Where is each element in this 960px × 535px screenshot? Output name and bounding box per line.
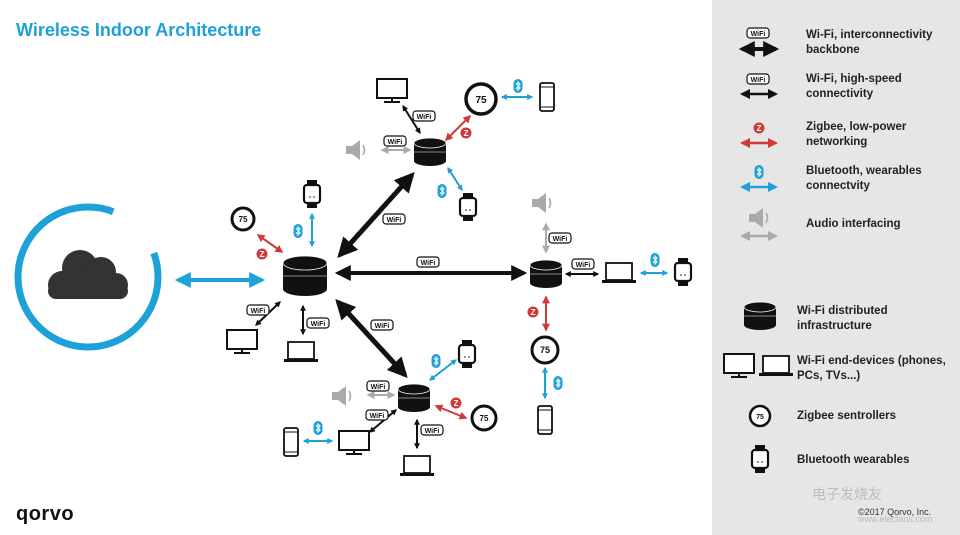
wifi-badge-icon bbox=[306, 317, 330, 329]
bluetooth-badge-icon bbox=[437, 183, 447, 199]
zigbee-badge-icon bbox=[450, 397, 462, 409]
sentroller-icon: 75 bbox=[464, 82, 498, 116]
watermark: 电子发烧友 bbox=[812, 487, 882, 503]
svg-text:75: 75 bbox=[540, 345, 550, 355]
laptop-icon bbox=[601, 262, 637, 284]
legend-sentroller-icon: 75 bbox=[748, 404, 772, 428]
page-title: Wireless Indoor Architecture bbox=[16, 20, 262, 40]
wifi-badge-icon bbox=[246, 304, 270, 316]
speaker-icon bbox=[331, 385, 352, 407]
backbone-arrow-center-bottom bbox=[335, 299, 408, 378]
legend-label-router: Wi-Fi distributed infrastructure bbox=[797, 305, 888, 332]
legend-bluetooth-badge-icon bbox=[754, 164, 764, 180]
svg-text:75: 75 bbox=[239, 215, 248, 224]
zigbee-badge-icon bbox=[460, 127, 472, 139]
bluetooth-badge-icon bbox=[553, 375, 563, 391]
zigbee-badge-icon bbox=[256, 248, 268, 260]
tv-icon bbox=[226, 329, 258, 354]
wifi-badge-icon bbox=[746, 73, 770, 85]
bluetooth-badge-icon bbox=[431, 353, 441, 369]
laptop-icon bbox=[399, 455, 435, 477]
wifi-badge-icon bbox=[420, 424, 444, 436]
sentroller-icon: 75 bbox=[230, 206, 256, 232]
svg-text:75: 75 bbox=[480, 414, 489, 423]
legend-label-sentroller: Zigbee sentrollers bbox=[797, 410, 897, 422]
zigbee-link bbox=[434, 404, 468, 420]
tv-icon bbox=[338, 430, 370, 455]
qorvo-logo: qorvo bbox=[16, 503, 75, 525]
legend-laptop-icon bbox=[758, 355, 794, 377]
speaker-icon bbox=[531, 192, 552, 214]
router-top-icon bbox=[413, 137, 447, 167]
wifi-badge-icon bbox=[412, 110, 436, 122]
zigbee-link bbox=[256, 234, 284, 253]
copyright: ©2017 Qorvo, Inc. bbox=[858, 507, 932, 517]
wifi-link bbox=[369, 409, 397, 433]
svg-text:75: 75 bbox=[756, 414, 764, 421]
smartwatch-icon bbox=[458, 191, 478, 223]
wifi-link bbox=[402, 104, 421, 135]
speaker-icon bbox=[345, 139, 366, 161]
wifi-badge-icon bbox=[366, 380, 390, 392]
bluetooth-link bbox=[447, 166, 463, 192]
backbone-arrow-center-top bbox=[337, 172, 415, 258]
wifi-badge-icon bbox=[548, 232, 572, 244]
sentroller-icon: 75 bbox=[470, 404, 498, 432]
legend-speaker-icon bbox=[748, 207, 769, 229]
legend-smartwatch-icon bbox=[750, 443, 770, 475]
legend-label-wifi-backbone: Wi-Fi, interconnectivity backbone bbox=[806, 29, 933, 56]
wifi-badge-icon bbox=[746, 27, 770, 39]
zigbee-link bbox=[444, 114, 472, 142]
legend-label-zigbee: Zigbee, low-power networking bbox=[806, 121, 907, 148]
bluetooth-badge-icon bbox=[313, 420, 323, 436]
cloud-circle bbox=[14, 203, 162, 351]
phone-icon bbox=[537, 405, 553, 435]
legend-label-wearable: Bluetooth wearables bbox=[797, 454, 910, 466]
wifi-badge-icon bbox=[383, 135, 407, 147]
legend-label-bluetooth: Bluetooth, wearables connectvity bbox=[806, 165, 922, 192]
svg-text:75: 75 bbox=[475, 95, 487, 106]
legend-label-wifi-highspeed: Wi-Fi, high-speed connectivity bbox=[806, 73, 902, 100]
router-bottom-icon bbox=[397, 383, 431, 413]
zigbee-badge-icon bbox=[527, 306, 539, 318]
legend-zigbee-badge-icon bbox=[753, 122, 765, 134]
bluetooth-link bbox=[429, 359, 457, 381]
watermark-url: www.elecfans.com bbox=[858, 514, 933, 524]
phone-icon bbox=[539, 82, 555, 112]
bluetooth-badge-icon bbox=[293, 223, 303, 239]
legend-label-audio: Audio interfacing bbox=[806, 218, 901, 230]
smartwatch-icon bbox=[302, 178, 322, 210]
wifi-badge-icon bbox=[571, 258, 595, 270]
router-right-icon bbox=[529, 259, 563, 289]
sentroller-icon: 75 bbox=[530, 335, 560, 365]
router-center-icon bbox=[282, 255, 328, 297]
legend-panel: Wi-Fi, interconnectivity backbone Wi-Fi,… bbox=[712, 0, 960, 535]
laptop-icon bbox=[283, 341, 319, 363]
tv-icon bbox=[376, 78, 408, 103]
bluetooth-badge-icon bbox=[650, 252, 660, 268]
wifi-badge-icon bbox=[382, 213, 406, 225]
bluetooth-badge-icon bbox=[513, 78, 523, 94]
legend-tv-icon bbox=[723, 353, 755, 378]
wifi-badge-icon bbox=[416, 256, 440, 268]
smartwatch-icon bbox=[457, 338, 477, 370]
legend-router-icon bbox=[743, 301, 777, 331]
phone-icon bbox=[283, 427, 299, 457]
wifi-badge-icon bbox=[365, 409, 389, 421]
wifi-badge-icon bbox=[370, 319, 394, 331]
smartwatch-icon bbox=[673, 256, 693, 288]
cloud-icon bbox=[48, 250, 128, 299]
legend-label-end-devices: Wi-Fi end-devices (phones, PCs, TVs...) bbox=[797, 355, 946, 382]
